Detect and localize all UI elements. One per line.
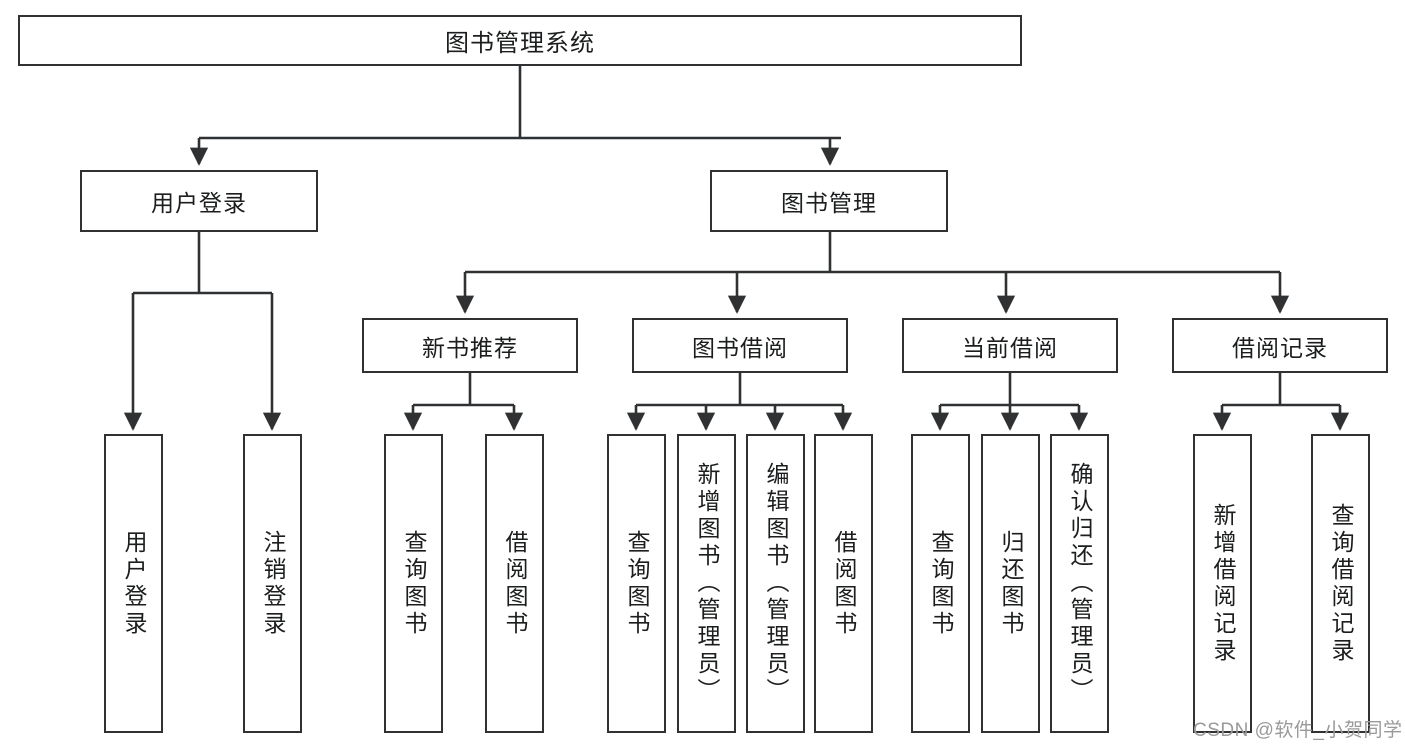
node-leaf-query-book-2[interactable]: 查询图书 bbox=[607, 434, 666, 733]
leaf-label: 用户登录 bbox=[121, 529, 147, 638]
leaf-label: 新增借阅记录 bbox=[1210, 502, 1236, 665]
node-book-borrow[interactable]: 图书借阅 bbox=[632, 318, 848, 373]
leaf-label: 借阅图书 bbox=[831, 529, 857, 638]
node-leaf-query-book-3[interactable]: 查询图书 bbox=[911, 434, 970, 733]
node-leaf-return-book[interactable]: 归还图书 bbox=[981, 434, 1040, 733]
leaf-label: 新增图书（管理员） bbox=[694, 462, 720, 705]
node-current-borrow[interactable]: 当前借阅 bbox=[902, 318, 1118, 373]
leaf-label: 注销登录 bbox=[260, 529, 286, 638]
node-leaf-user-login[interactable]: 用户登录 bbox=[104, 434, 163, 733]
leaf-label: 查询借阅记录 bbox=[1328, 502, 1354, 665]
node-user-login[interactable]: 用户登录 bbox=[80, 170, 318, 232]
leaf-label: 编辑图书（管理员） bbox=[763, 462, 789, 705]
node-new-book-recommend[interactable]: 新书推荐 bbox=[362, 318, 578, 373]
leaf-label: 查询图书 bbox=[928, 529, 954, 638]
leaf-label: 查询图书 bbox=[624, 529, 650, 638]
node-leaf-edit-book[interactable]: 编辑图书（管理员） bbox=[746, 434, 805, 733]
node-borrow-record[interactable]: 借阅记录 bbox=[1172, 318, 1388, 373]
node-leaf-query-record[interactable]: 查询借阅记录 bbox=[1311, 434, 1370, 733]
leaf-label: 确认归还（管理员） bbox=[1067, 462, 1093, 705]
node-leaf-borrow-book-1[interactable]: 借阅图书 bbox=[485, 434, 544, 733]
node-leaf-query-book-1[interactable]: 查询图书 bbox=[384, 434, 443, 733]
leaf-label: 查询图书 bbox=[401, 529, 427, 638]
leaf-label: 借阅图书 bbox=[502, 529, 528, 638]
node-root[interactable]: 图书管理系统 bbox=[18, 15, 1022, 66]
node-leaf-confirm-return[interactable]: 确认归还（管理员） bbox=[1050, 434, 1109, 733]
leaf-label: 归还图书 bbox=[998, 529, 1024, 638]
node-book-manage[interactable]: 图书管理 bbox=[710, 170, 948, 232]
node-leaf-user-logout[interactable]: 注销登录 bbox=[243, 434, 302, 733]
node-leaf-add-record[interactable]: 新增借阅记录 bbox=[1193, 434, 1252, 733]
node-leaf-borrow-book-2[interactable]: 借阅图书 bbox=[814, 434, 873, 733]
node-leaf-add-book[interactable]: 新增图书（管理员） bbox=[677, 434, 736, 733]
watermark-text: CSDN @软件_小贺同学 bbox=[1193, 720, 1403, 741]
